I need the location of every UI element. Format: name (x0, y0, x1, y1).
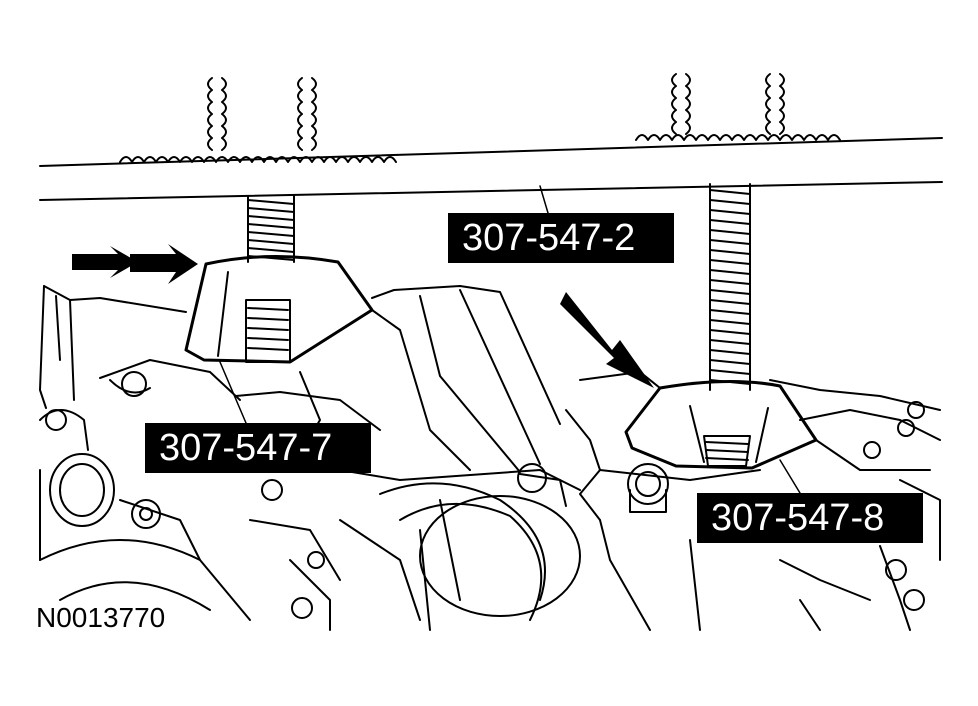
bridge-bar (39, 134, 943, 201)
right-cone-adapter (624, 379, 818, 470)
left-cone-adapter (184, 255, 374, 364)
arrows (72, 244, 654, 388)
figure-id: N0013770 (36, 602, 166, 633)
left-threaded-rod (247, 195, 295, 263)
callout-tool-307-547-8: 307-547-8 (697, 493, 923, 543)
chains (207, 73, 785, 151)
leader-lines (219, 185, 801, 494)
callout-tool-307-547-2: 307-547-2 (448, 213, 674, 263)
transmission-housing (39, 285, 941, 631)
right-threaded-rod (709, 183, 751, 391)
callout-tool-307-547-7: 307-547-7 (145, 423, 371, 473)
